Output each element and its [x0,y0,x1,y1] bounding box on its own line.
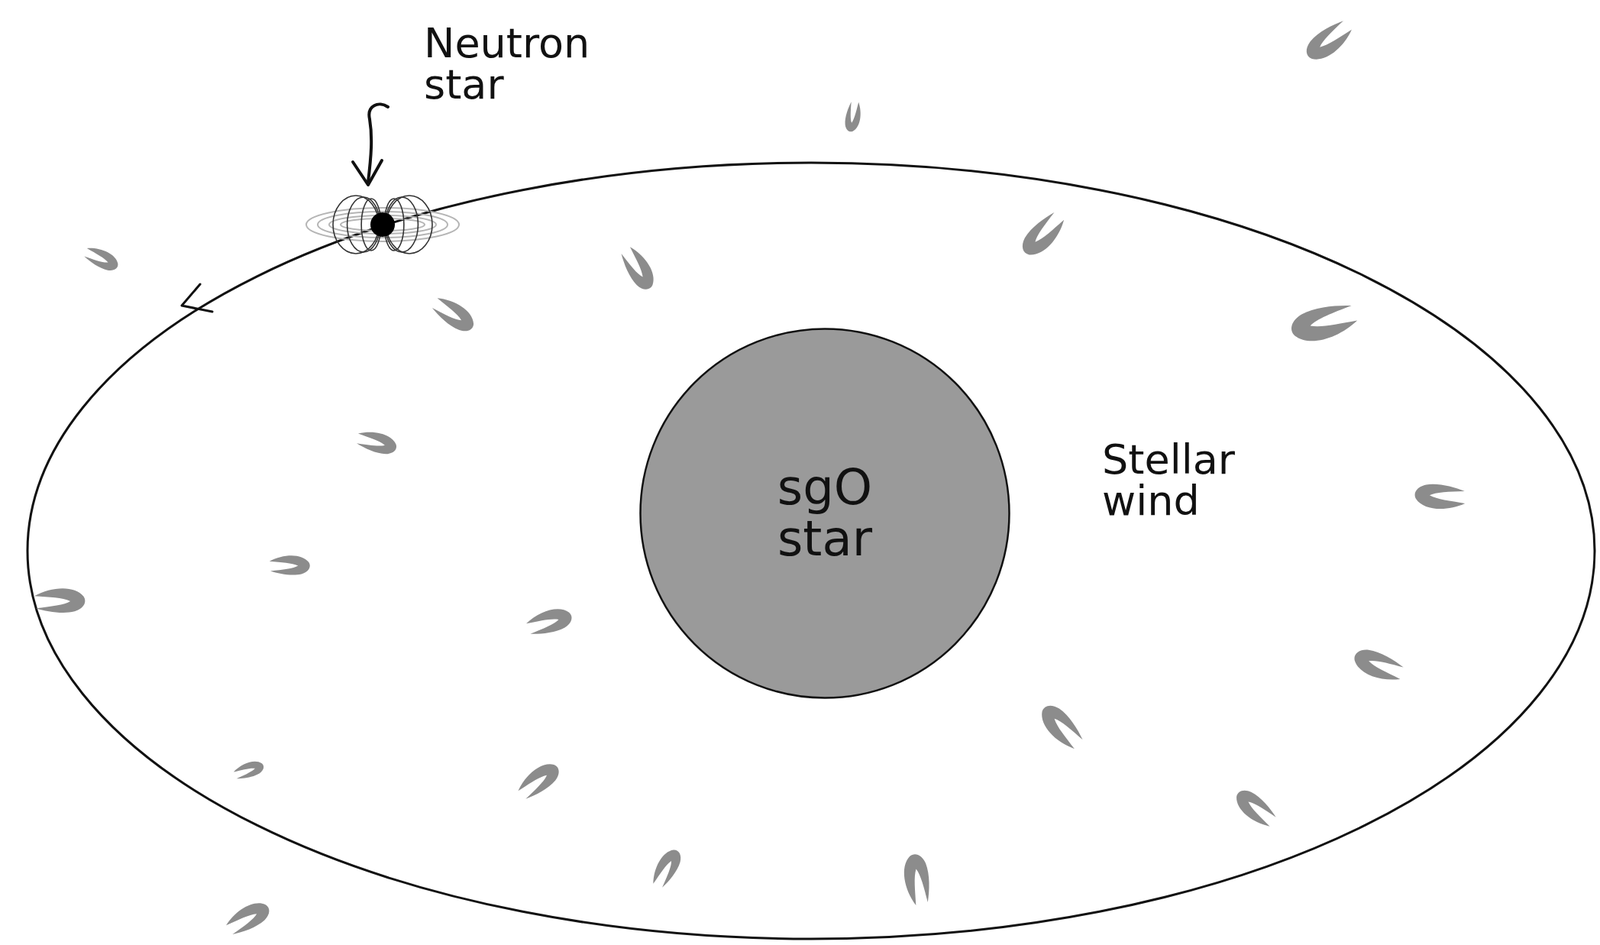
wind-clump [355,429,399,456]
wind-clump [232,756,266,783]
wind-clump [1034,700,1088,753]
wind-clump [515,756,564,805]
wind-clump [1017,207,1068,262]
wind-clump [1301,15,1355,68]
wind-clump [1351,646,1406,683]
wind-clump [428,294,479,335]
wind-clump [1230,785,1280,830]
region-label: Stellar wind [1102,439,1267,522]
wind-clump [33,585,87,617]
wind-clump [615,244,661,294]
wind-clump [844,101,862,133]
neutron-star-figure [306,195,459,254]
neutron-star-dot [370,212,395,237]
leader-arrowhead [352,160,382,185]
orbit-ellipse [27,162,1595,939]
accretion-disk [317,211,448,238]
star-circle: sgO star [639,327,1011,699]
wind-clump [1287,295,1360,350]
wind-clump [82,245,122,274]
callout-label: Neutron star [423,22,631,106]
wind-clump [649,845,685,890]
wind-clump [1414,483,1465,510]
wind-clump [268,553,311,578]
wind-clump [524,602,575,640]
wind-clump [898,851,936,906]
star-label: sgO star [758,462,893,565]
accretion-disk [306,207,459,242]
orbit-arrow [181,284,213,312]
wind-clump [223,895,274,941]
